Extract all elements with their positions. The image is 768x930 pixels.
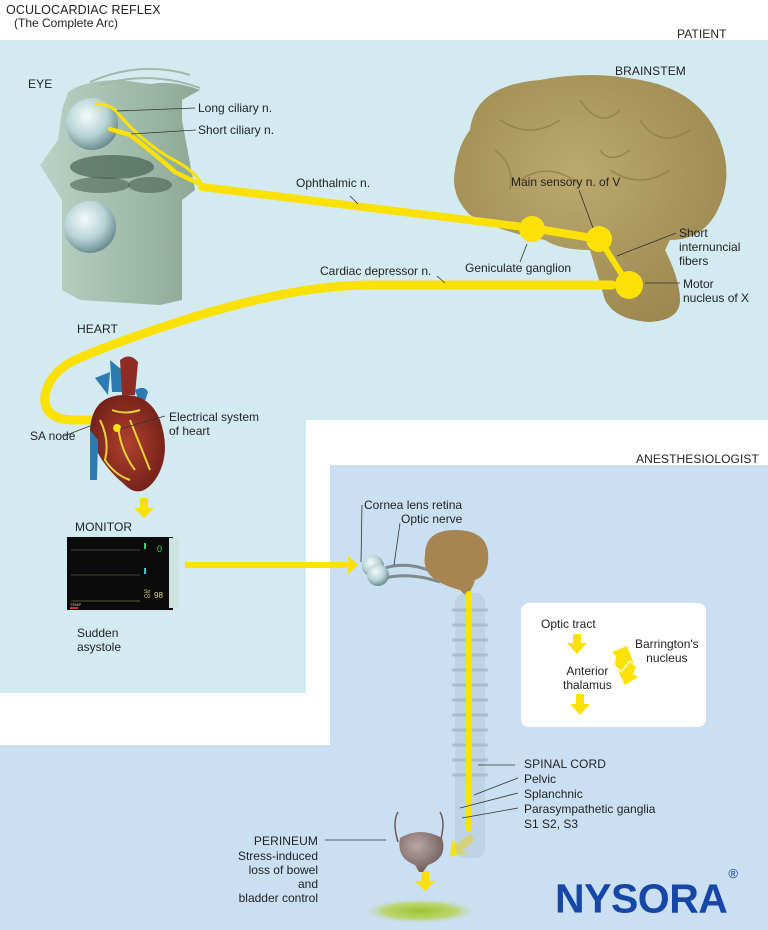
registered-mark: ® [728, 866, 738, 881]
brainstem-label: BRAINSTEM [615, 64, 686, 78]
patient-monitor [67, 537, 179, 610]
short-ciliary-label: Short ciliary n. [198, 123, 275, 137]
arrow-monitor-to-eyes [185, 556, 358, 574]
upper-eyeball [66, 98, 118, 150]
logo-text: NYSORA [555, 875, 728, 922]
monitor-label: MONITOR [75, 520, 133, 534]
electrical-system-label: Electrical system of heart [169, 410, 260, 438]
monitor-temp-label: TEMP [70, 602, 82, 607]
cardiac-depressor-nerve [40, 280, 617, 425]
heart-illustration [90, 356, 165, 492]
parasympathetic-ganglia-label: Parasympathetic ganglia [524, 802, 656, 816]
main-sensory-nucleus-node [586, 226, 612, 252]
monitor-spo2-label: Sp O2 [144, 589, 151, 600]
ophthalmic-nerve [198, 183, 536, 232]
anesthesiologist-eye-brain-illustration [362, 530, 489, 595]
long-ciliary-nerve [94, 102, 204, 187]
anterior-thalamus-label: Anterior thalamus [563, 664, 612, 692]
cardiac-depressor-label: Cardiac depressor n. [320, 264, 432, 278]
lower-eyeball [64, 201, 116, 253]
puddle [360, 898, 480, 924]
long-ciliary-label: Long ciliary n. [198, 101, 273, 115]
short-internuncial-label: Short internuncial fibers [679, 226, 741, 268]
diagram-title: OCULOCARDIAC REFLEX [6, 3, 161, 17]
monitor-spo2-value: 98 [154, 591, 163, 600]
geniculate-ganglion-node [519, 216, 545, 242]
brain-brainstem-illustration [454, 75, 727, 322]
spinal-cord-label: SPINAL CORD [524, 757, 607, 771]
cornea-lens-retina-label: Cornea lens retina [364, 498, 463, 512]
heart-label: HEART [77, 322, 118, 336]
motor-nucleus-x-node [615, 271, 643, 299]
arrow-bladder-to-puddle [415, 871, 435, 891]
skull-orbit-illustration [40, 67, 201, 305]
anesthesiologist-section-label: ANESTHESIOLOGIST [636, 452, 759, 466]
bladder-illustration [394, 811, 444, 872]
optic-tract-label: Optic tract [541, 617, 596, 631]
eye-label: EYE [28, 77, 53, 91]
patient-section-label: PATIENT [677, 27, 727, 41]
perineum-label: PERINEUM [253, 834, 318, 848]
sacral-segments-label: S1 S2, S3 [524, 817, 579, 831]
main-sensory-label: Main sensory n. of V [511, 175, 621, 189]
sa-node-label: SA node [30, 429, 76, 443]
asystole-caption: Sudden asystole [77, 626, 122, 654]
optic-nerve-label: Optic nerve [401, 512, 463, 526]
perineum-description: Stress-induced loss of bowel and bladder… [237, 849, 318, 905]
leader-lines [63, 107, 680, 841]
diagram-subtitle: (The Complete Arc) [14, 16, 119, 30]
anesthesiologist-panel [0, 465, 768, 930]
motor-nucleus-label: Motor nucleus of X [683, 277, 750, 305]
short-ciliary-nerve [107, 126, 205, 188]
monitor-hr-value: 0 [157, 544, 163, 554]
geniculate-ganglion-label: Geniculate ganglion [465, 261, 572, 275]
arrow-heart-to-monitor [134, 498, 154, 518]
splanchnic-label: Splanchnic [524, 787, 583, 801]
ophthalmic-nerve-label: Ophthalmic n. [296, 176, 371, 190]
barrington-nucleus-label: Barrington's nucleus [635, 637, 699, 665]
pelvic-label: Pelvic [524, 772, 557, 786]
spine-illustration [452, 591, 488, 858]
nysora-logo: NYSORA® [555, 866, 738, 922]
